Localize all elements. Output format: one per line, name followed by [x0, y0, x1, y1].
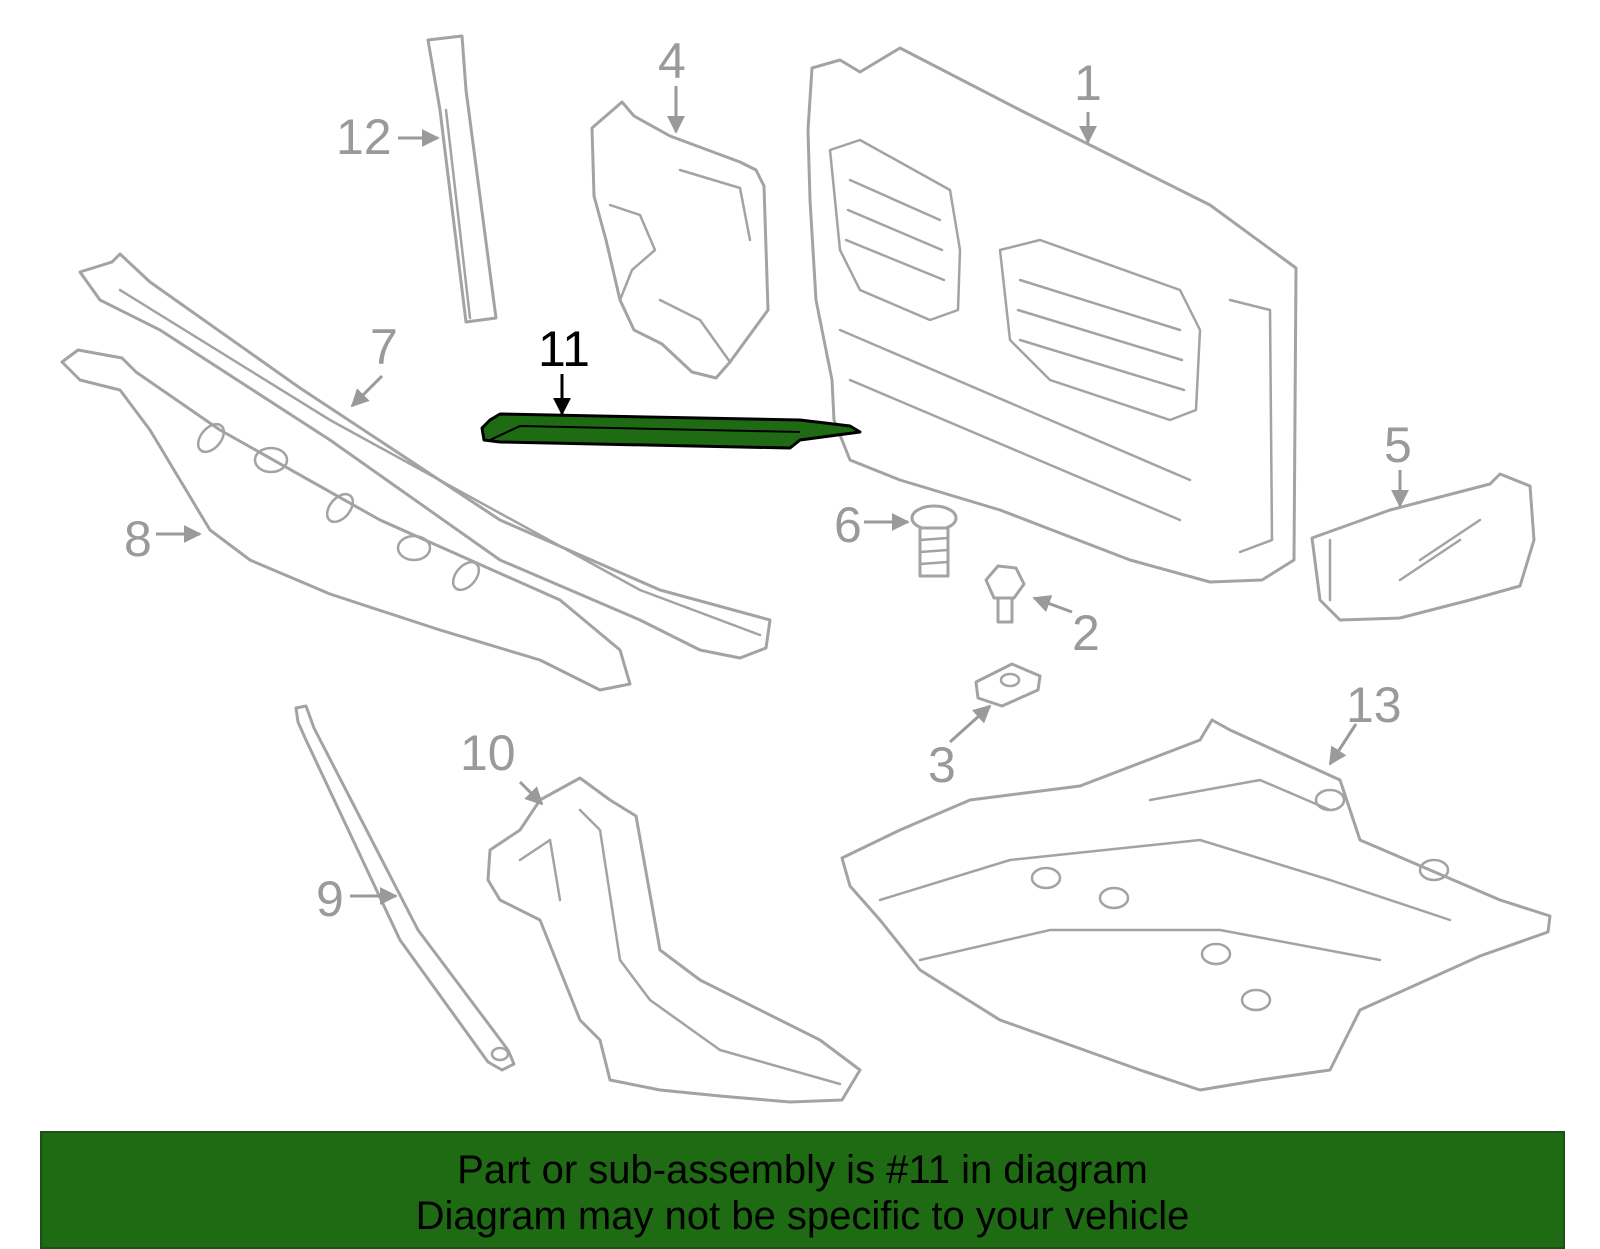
callout-7: 7 [370, 319, 398, 375]
part-9-rod[interactable] [294, 704, 516, 1072]
callout-4: 4 [658, 33, 686, 89]
part-6-bolt[interactable] [910, 504, 958, 578]
part-5-bracket-duct[interactable] [1310, 472, 1536, 622]
part-11-strip[interactable] [480, 412, 862, 450]
part-8-shroud[interactable] [60, 348, 632, 692]
info-banner: Part or sub-assembly is #11 in diagram D… [40, 1131, 1565, 1249]
part-1-grille-frame[interactable] [806, 46, 1298, 584]
callout-6: 6 [834, 497, 862, 553]
part-12-strip[interactable] [426, 34, 498, 324]
callout-labels: 1 2 3 4 5 6 7 8 9 10 11 12 13 [124, 33, 1412, 927]
callout-5: 5 [1384, 417, 1412, 473]
part-2-hex-bolt[interactable] [984, 564, 1026, 624]
part-3-clip-nut[interactable] [974, 662, 1042, 708]
leader-arrows [156, 86, 1409, 905]
callout-13: 13 [1346, 677, 1402, 733]
callout-1: 1 [1074, 55, 1102, 111]
callout-2: 2 [1072, 605, 1100, 661]
banner-line-2: Diagram may not be specific to your vehi… [415, 1194, 1190, 1238]
callout-3: 3 [928, 737, 956, 793]
part-4-air-duct[interactable] [590, 100, 770, 380]
callout-8: 8 [124, 511, 152, 567]
callout-10: 10 [460, 725, 516, 781]
callout-9: 9 [316, 871, 344, 927]
part-7-rail[interactable] [78, 252, 772, 660]
banner-line-1: Part or sub-assembly is #11 in diagram [457, 1148, 1148, 1192]
part-13-underbody-shield[interactable] [840, 718, 1552, 1092]
callout-12: 12 [336, 109, 392, 165]
callout-11: 11 [538, 321, 590, 377]
part-10-inner-panel[interactable] [486, 776, 862, 1104]
